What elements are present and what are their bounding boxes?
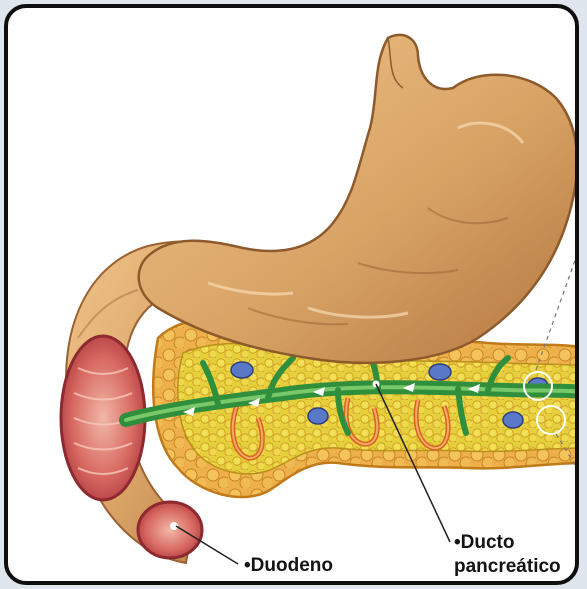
ducto-label-line1: •Ducto <box>454 532 561 554</box>
duodeno-label: •Duodeno <box>244 555 333 577</box>
ducto-pancreatico-label: •Ducto pancreático <box>454 532 561 578</box>
stomach-illustration <box>139 35 577 363</box>
ducto-label-line2: pancreático <box>454 556 561 578</box>
anatomy-illustration <box>8 8 579 585</box>
figure-frame: •Duodeno •Ducto pancreático <box>4 4 579 585</box>
